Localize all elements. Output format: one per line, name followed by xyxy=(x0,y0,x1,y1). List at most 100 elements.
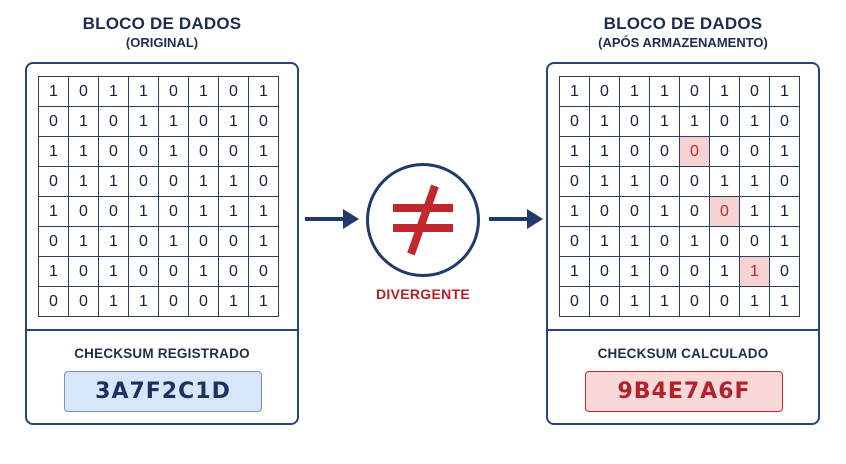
grid-cell: 1 xyxy=(188,166,219,197)
stored-block-title: BLOCO DE DADOS (APÓS ARMAZENAMENTO) xyxy=(546,14,820,50)
grid-cell: 1 xyxy=(188,256,219,287)
grid-cell: 1 xyxy=(559,136,590,167)
grid-cell: 1 xyxy=(769,76,800,107)
grid-cell: 1 xyxy=(589,136,620,167)
grid-cell: 0 xyxy=(248,256,279,287)
grid-cell: 0 xyxy=(188,226,219,257)
grid-cell: 0 xyxy=(559,166,590,197)
grid-cell: 0 xyxy=(679,256,710,287)
grid-cell: 1 xyxy=(248,286,279,317)
grid-cell: 1 xyxy=(649,196,680,227)
not-equal-icon xyxy=(366,163,480,277)
grid-cell: 0 xyxy=(589,76,620,107)
grid-cell: 0 xyxy=(559,286,590,317)
grid-cell: 0 xyxy=(769,166,800,197)
grid-cell: 0 xyxy=(128,256,159,287)
grid-cell: 0 xyxy=(619,106,650,137)
grid-cell: 1 xyxy=(589,226,620,257)
registered-checksum-value: 3A7F2C1D xyxy=(64,371,262,412)
grid-cell: 1 xyxy=(68,136,99,167)
grid-cell: 1 xyxy=(709,256,740,287)
grid-cell: 1 xyxy=(98,76,129,107)
original-block-subheading: (ORIGINAL) xyxy=(125,34,199,50)
grid-cell: 0 xyxy=(679,286,710,317)
grid-cell: 0 xyxy=(158,166,189,197)
grid-cell: 0 xyxy=(649,136,680,167)
grid-cell: 1 xyxy=(128,106,159,137)
grid-cell: 1 xyxy=(38,256,69,287)
grid-cell: 1 xyxy=(619,76,650,107)
grid-cell: 0 xyxy=(739,226,770,257)
grid-cell: 1 xyxy=(679,226,710,257)
grid-cell: 1 xyxy=(158,106,189,137)
grid-cell: 1 xyxy=(188,76,219,107)
calculated-checksum-label: CHECKSUM CALCULADO xyxy=(597,346,769,361)
grid-cell: 1 xyxy=(158,136,189,167)
grid-cell: 0 xyxy=(218,226,249,257)
grid-cell: 0 xyxy=(649,256,680,287)
grid-cell: 0 xyxy=(679,196,710,227)
grid-cell: 0 xyxy=(68,286,99,317)
grid-cell: 0 xyxy=(158,76,189,107)
grid-cell: 0 xyxy=(128,166,159,197)
grid-cell: 1 xyxy=(38,76,69,107)
grid-cell: 1 xyxy=(248,196,279,227)
grid-cell: 0 xyxy=(218,136,249,167)
grid-cell: 0 xyxy=(589,286,620,317)
grid-cell: 0 xyxy=(188,286,219,317)
grid-cell: 0 xyxy=(68,256,99,287)
grid-cell: 1 xyxy=(619,256,650,287)
grid-cell: 1 xyxy=(38,136,69,167)
grid-cell: 0 xyxy=(158,196,189,227)
grid-cell-changed: 0 xyxy=(709,196,740,227)
grid-cell: 1 xyxy=(128,196,159,227)
grid-cell: 0 xyxy=(218,256,249,287)
original-block-heading: BLOCO DE DADOS xyxy=(82,14,242,33)
grid-cell: 0 xyxy=(98,136,129,167)
grid-cell: 1 xyxy=(739,196,770,227)
grid-cell: 0 xyxy=(248,166,279,197)
grid-cell: 0 xyxy=(619,196,650,227)
grid-cell: 0 xyxy=(769,256,800,287)
grid-cell: 1 xyxy=(98,166,129,197)
grid-cell: 1 xyxy=(218,166,249,197)
arrow-right-icon xyxy=(305,209,359,229)
grid-cell: 0 xyxy=(649,166,680,197)
grid-cell: 1 xyxy=(559,256,590,287)
grid-cell: 0 xyxy=(739,136,770,167)
grid-cell: 0 xyxy=(98,106,129,137)
grid-cell: 0 xyxy=(38,166,69,197)
grid-cell: 1 xyxy=(769,226,800,257)
grid-cell: 1 xyxy=(68,226,99,257)
divergence-label: DIVERGENTE xyxy=(375,286,470,302)
original-block-title: BLOCO DE DADOS (ORIGINAL) xyxy=(25,14,299,50)
stored-block-subheading: (APÓS ARMAZENAMENTO) xyxy=(598,34,768,50)
arrow-right-icon xyxy=(489,209,543,229)
grid-cell: 1 xyxy=(128,76,159,107)
grid-cell: 1 xyxy=(769,286,800,317)
grid-cell: 0 xyxy=(98,196,129,227)
grid-cell: 0 xyxy=(559,226,590,257)
grid-cell-changed: 1 xyxy=(739,256,770,287)
grid-cell: 0 xyxy=(158,286,189,317)
grid-cell: 1 xyxy=(769,196,800,227)
grid-cell: 0 xyxy=(128,136,159,167)
grid-cell: 1 xyxy=(559,76,590,107)
grid-cell: 0 xyxy=(769,106,800,137)
grid-cell: 1 xyxy=(158,226,189,257)
grid-cell-changed: 0 xyxy=(679,136,710,167)
grid-cell: 1 xyxy=(709,76,740,107)
grid-cell: 0 xyxy=(218,76,249,107)
